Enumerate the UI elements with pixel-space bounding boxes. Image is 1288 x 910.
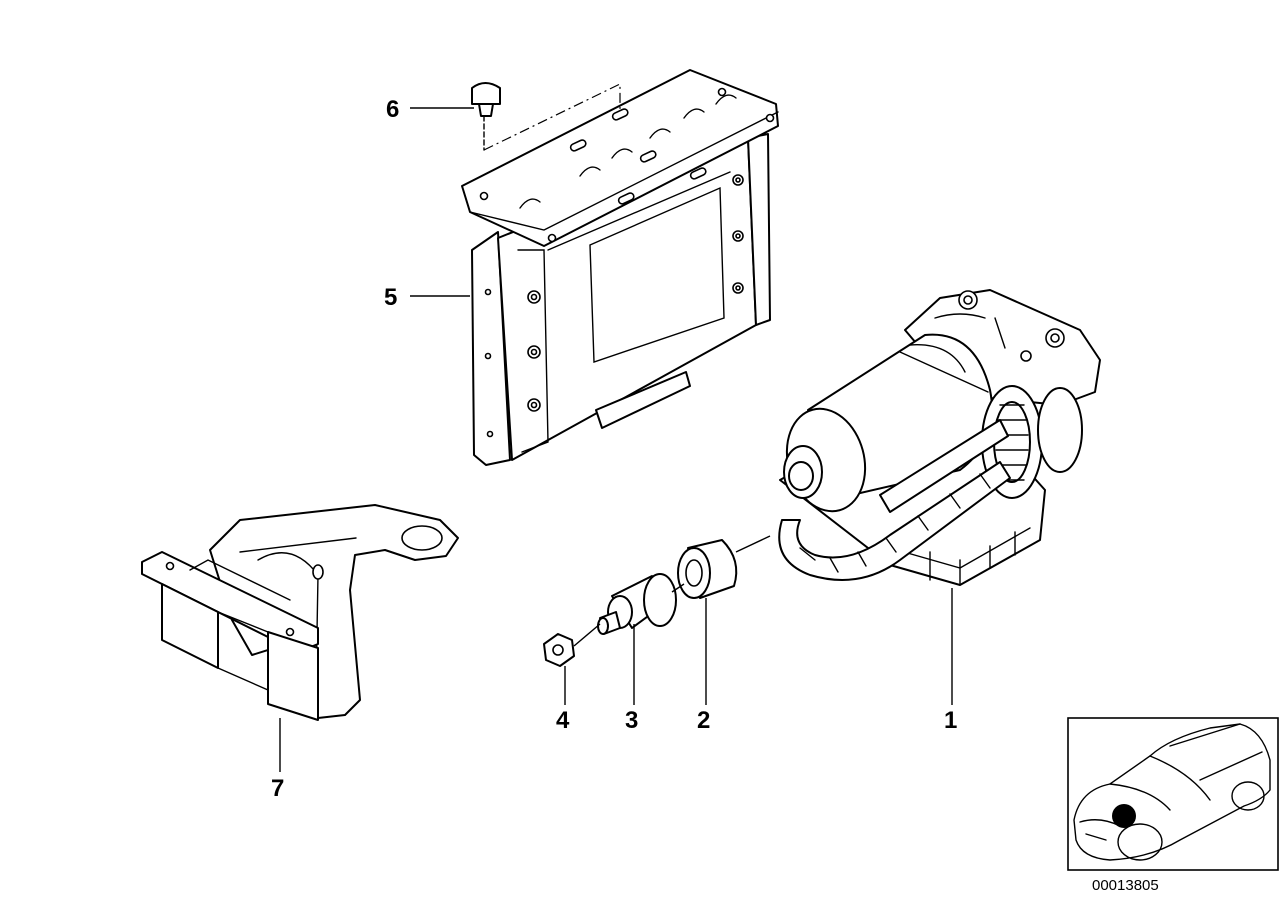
callout-5: 5 [384, 284, 397, 311]
sleeve[interactable] [677, 539, 738, 599]
callout-1: 1 [944, 707, 957, 734]
assembly-line-nut-mount [573, 623, 601, 647]
callout-6: 6 [386, 96, 399, 123]
assembly-line-mount-sleeve [671, 583, 685, 593]
reference-number: 00013805 [1092, 877, 1159, 894]
callout-3: 3 [625, 707, 638, 734]
rubber-mount[interactable] [597, 573, 677, 635]
car-location-thumbnail [1067, 717, 1279, 871]
mounting-bracket[interactable] [141, 504, 459, 721]
location-marker [1112, 804, 1136, 828]
callout-2: 2 [697, 707, 710, 734]
assembly-line-sleeve-unit [735, 535, 771, 553]
control-unit-assembly[interactable] [461, 69, 779, 466]
hydraulic-unit[interactable] [776, 289, 1101, 586]
car-location-icon [1073, 723, 1271, 861]
nut[interactable] [543, 633, 575, 667]
callout-4: 4 [556, 707, 570, 734]
bolt[interactable] [471, 82, 501, 151]
callout-7: 7 [271, 775, 284, 802]
